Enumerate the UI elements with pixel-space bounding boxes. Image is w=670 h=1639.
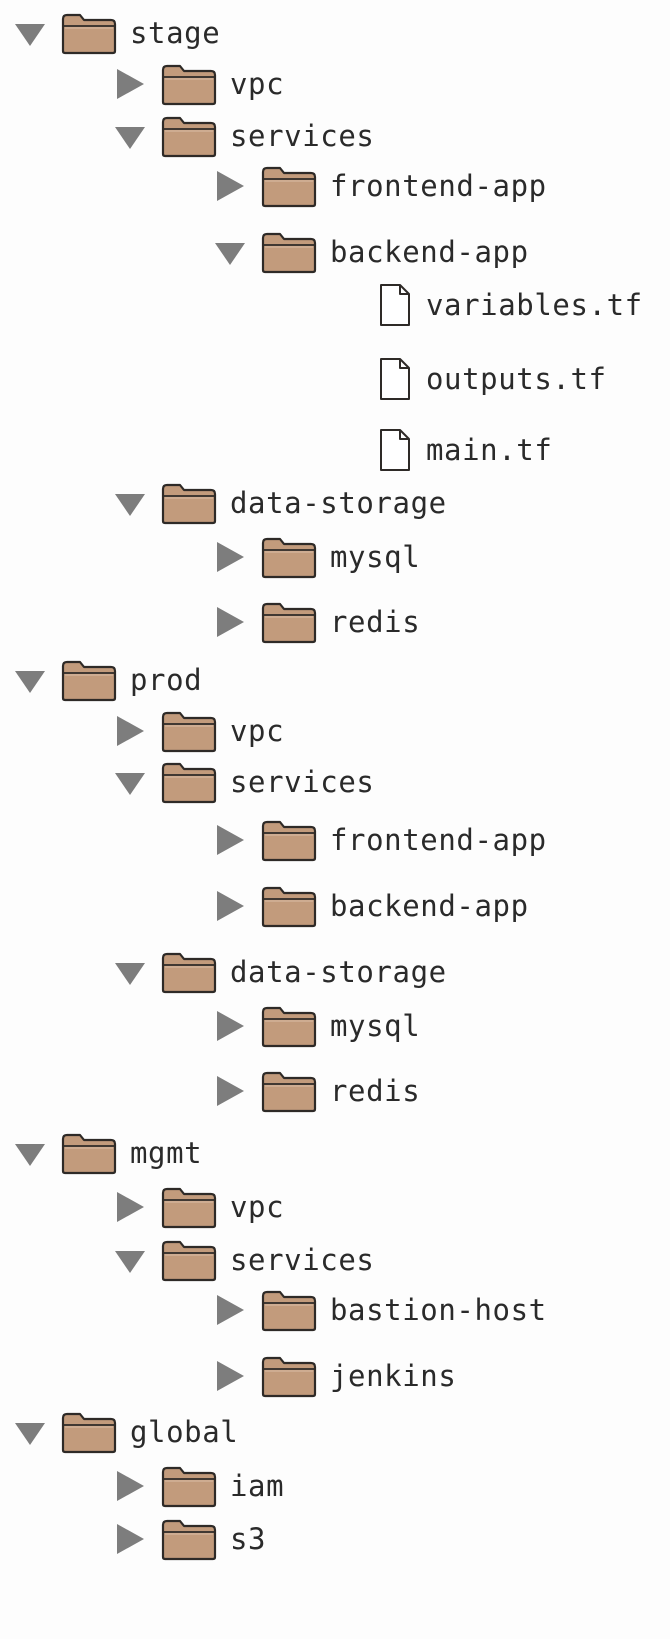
folder-icon xyxy=(260,535,318,579)
triangle-down-icon[interactable] xyxy=(115,963,145,985)
folder-label: frontend-app xyxy=(330,823,547,857)
file-icon xyxy=(378,428,412,472)
folder-label: iam xyxy=(230,1469,285,1503)
folder-icon xyxy=(260,1288,318,1332)
triangle-right-icon[interactable] xyxy=(217,1076,244,1106)
triangle-right-icon[interactable] xyxy=(217,542,244,572)
triangle-down-icon[interactable] xyxy=(115,494,145,516)
folder-icon xyxy=(60,1131,118,1175)
folder-label: jenkins xyxy=(330,1359,457,1393)
folder-icon xyxy=(160,709,218,753)
triangle-right-icon[interactable] xyxy=(117,1192,144,1222)
folder-label: vpc xyxy=(230,714,285,748)
triangle-down-icon[interactable] xyxy=(15,1423,45,1445)
folder-icon xyxy=(160,1238,218,1282)
triangle-right-icon[interactable] xyxy=(217,171,244,201)
folder-label: redis xyxy=(330,1074,421,1108)
folder-icon xyxy=(260,818,318,862)
folder-label: s3 xyxy=(230,1522,267,1556)
folder-icon xyxy=(260,884,318,928)
triangle-right-icon[interactable] xyxy=(217,1295,244,1325)
file-icon xyxy=(378,283,412,327)
folder-icon xyxy=(160,1185,218,1229)
triangle-down-icon[interactable] xyxy=(115,127,145,149)
file-label: outputs.tf xyxy=(426,362,607,396)
folder-label: global xyxy=(130,1415,239,1449)
folder-icon xyxy=(160,950,218,994)
folder-label: vpc xyxy=(230,67,285,101)
folder-icon xyxy=(260,1069,318,1113)
triangle-right-icon[interactable] xyxy=(217,825,244,855)
folder-label: frontend-app xyxy=(330,169,547,203)
folder-label: services xyxy=(230,119,375,153)
triangle-right-icon[interactable] xyxy=(117,716,144,746)
folder-icon xyxy=(260,230,318,274)
triangle-right-icon[interactable] xyxy=(117,69,144,99)
file-label: main.tf xyxy=(426,433,553,467)
triangle-right-icon[interactable] xyxy=(217,1361,244,1391)
folder-label: redis xyxy=(330,605,421,639)
triangle-right-icon[interactable] xyxy=(117,1524,144,1554)
folder-label: mysql xyxy=(330,1009,421,1043)
triangle-down-icon[interactable] xyxy=(15,1144,45,1166)
triangle-right-icon[interactable] xyxy=(217,1011,244,1041)
folder-icon xyxy=(260,1354,318,1398)
folder-icon xyxy=(260,1004,318,1048)
triangle-right-icon[interactable] xyxy=(117,1471,144,1501)
folder-label: stage xyxy=(130,16,221,50)
folder-label: mysql xyxy=(330,540,421,574)
folder-label: services xyxy=(230,765,375,799)
triangle-down-icon[interactable] xyxy=(115,1251,145,1273)
folder-icon xyxy=(60,1410,118,1454)
folder-icon xyxy=(160,114,218,158)
triangle-down-icon[interactable] xyxy=(15,24,45,46)
folder-label: services xyxy=(230,1243,375,1277)
folder-icon xyxy=(60,11,118,55)
triangle-right-icon[interactable] xyxy=(217,891,244,921)
folder-icon xyxy=(160,760,218,804)
folder-label: backend-app xyxy=(330,889,529,923)
folder-icon xyxy=(160,481,218,525)
folder-icon xyxy=(260,164,318,208)
folder-icon xyxy=(60,658,118,702)
folder-label: prod xyxy=(130,663,203,697)
folder-label: backend-app xyxy=(330,235,529,269)
triangle-down-icon[interactable] xyxy=(15,671,45,693)
folder-icon xyxy=(260,600,318,644)
triangle-down-icon[interactable] xyxy=(115,773,145,795)
file-label: variables.tf xyxy=(426,288,643,322)
folder-label: bastion-host xyxy=(330,1293,547,1327)
folder-label: mgmt xyxy=(130,1136,203,1170)
triangle-down-icon[interactable] xyxy=(215,243,245,265)
file-icon xyxy=(378,357,412,401)
triangle-right-icon[interactable] xyxy=(217,607,244,637)
folder-label: vpc xyxy=(230,1190,285,1224)
folder-icon xyxy=(160,1464,218,1508)
folder-label: data-storage xyxy=(230,486,447,520)
folder-icon xyxy=(160,62,218,106)
folder-icon xyxy=(160,1517,218,1561)
folder-label: data-storage xyxy=(230,955,447,989)
